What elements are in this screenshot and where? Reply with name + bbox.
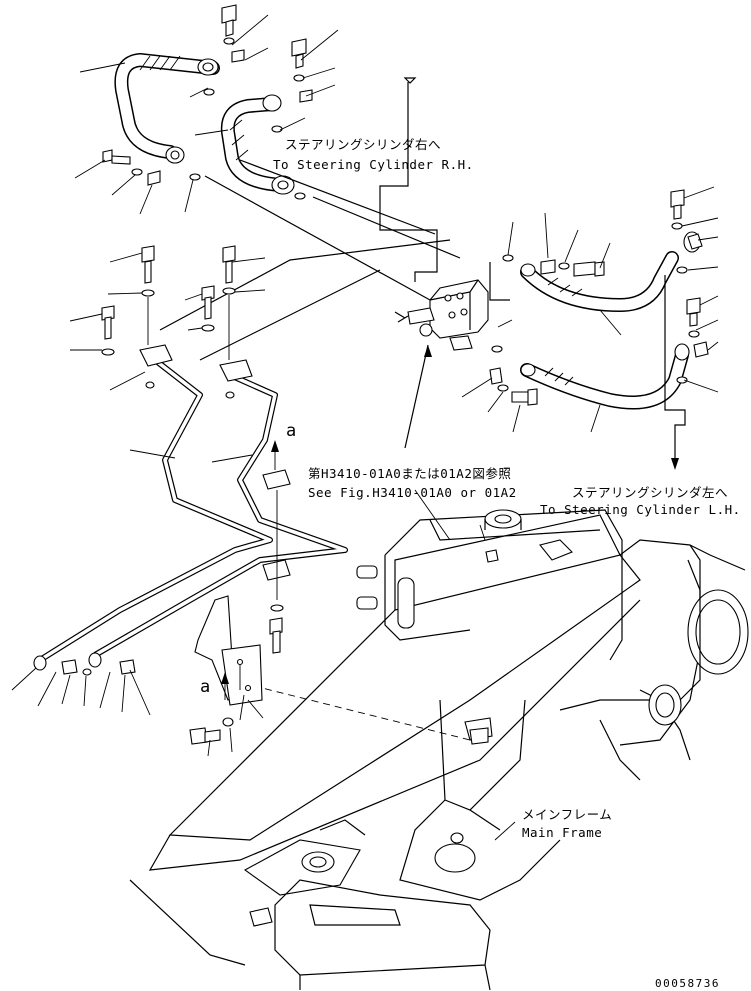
steel-pipes [33,344,348,676]
lh-destination-label-en: To Steering Cylinder L.H. [540,502,741,517]
rh-destination-label-jp: ステアリングシリンダ右へ [285,137,442,152]
right-hose-assembly [489,189,709,410]
main-frame-label-en: Main Frame [522,825,603,840]
lh-routing-lines [489,262,686,470]
steering-valve [394,279,489,351]
lh-destination-label-jp: ステアリングシリンダ左へ [572,485,729,500]
leader-lines [11,14,719,841]
main-frame [129,509,749,990]
pipe-support-bracket [189,440,284,745]
reference-arrow-line [404,344,429,449]
reference-label-en: See Fig.H3410-01A0 or 01A2 [308,485,517,500]
main-frame-label-jp: メインフレーム [522,807,613,822]
detail-a-label-lower: a [200,677,211,697]
rh-destination-label-en: To Steering Cylinder R.H. [273,157,474,172]
reference-arrowhead [424,345,432,357]
reference-label-jp: 第H3410-01A0または01A2図参照 [308,466,512,481]
upper-hose-assembly [102,4,313,200]
clamp-fasteners [101,245,236,399]
detail-a-label-upper: a [286,421,297,441]
drawing-number: 00058736 [655,977,720,990]
rh-routing-lines [159,77,461,361]
